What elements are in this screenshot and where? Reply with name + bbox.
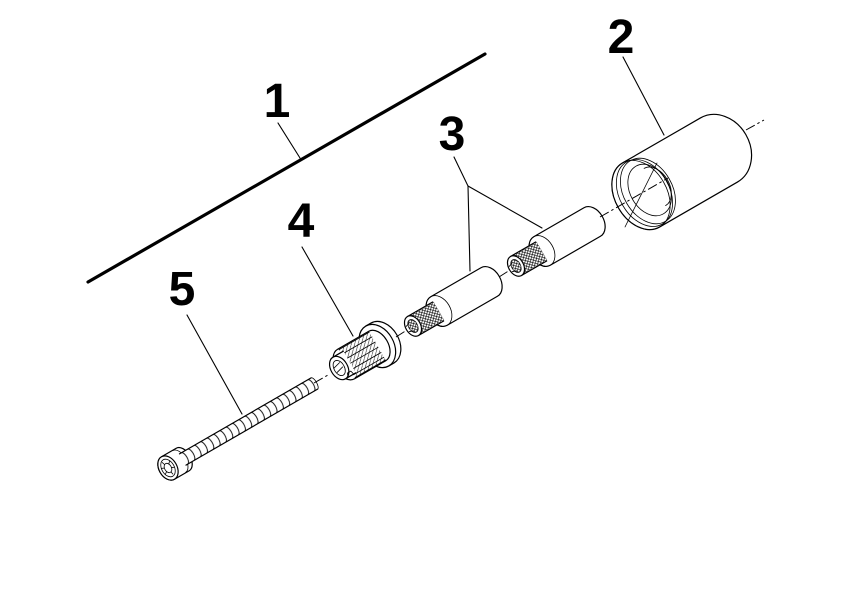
housing-rim-groove <box>615 159 673 227</box>
part-5-flexible-shaft <box>157 377 319 481</box>
leader-line-3-upper <box>467 185 543 229</box>
housing-bore <box>627 163 672 217</box>
centerline <box>313 119 765 384</box>
leader-line-1 <box>277 122 301 159</box>
leader-line-4 <box>301 246 354 337</box>
part-1-reference-line <box>86 52 487 284</box>
callout-label-2: 2 <box>608 11 635 64</box>
shaft-coil-winding <box>179 377 318 466</box>
leader-lines <box>186 56 665 415</box>
leader-line-2 <box>622 56 665 136</box>
callout-label-1: 1 <box>264 75 291 128</box>
part-4-splined-coupler <box>328 320 402 381</box>
housing-center-mark <box>624 162 658 228</box>
housing-rim-groove <box>620 157 676 225</box>
callout-label-4: 4 <box>288 195 315 248</box>
coupler-collar-notch <box>333 362 355 378</box>
coupler-spline-ridges <box>338 331 386 378</box>
socket-star-recess <box>161 460 175 475</box>
callout-label-3: 3 <box>439 108 466 161</box>
leader-line-5 <box>186 314 243 415</box>
callout-label-5: 5 <box>169 263 196 316</box>
part-2-housing <box>611 113 753 231</box>
